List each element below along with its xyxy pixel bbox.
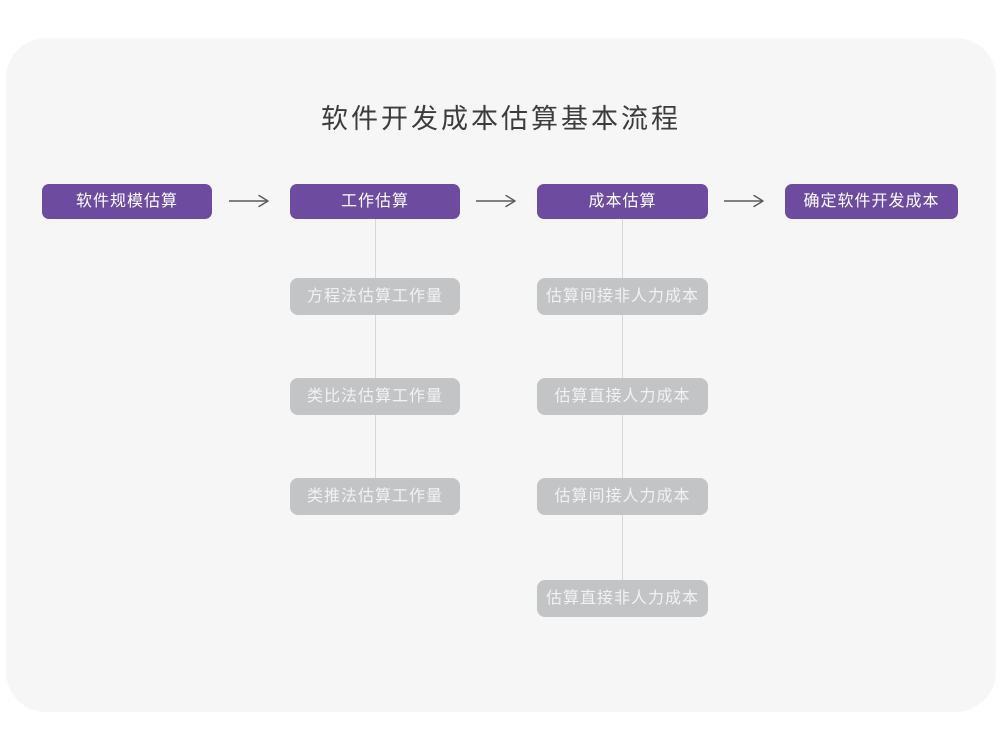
node-indirect-non-labor-cost[interactable]: 估算间接非人力成本	[537, 278, 708, 315]
node-direct-labor-cost[interactable]: 估算直接人力成本	[537, 378, 708, 415]
node-direct-non-labor-cost[interactable]: 估算直接非人力成本	[537, 580, 708, 617]
node-extrapolation-method[interactable]: 类推法估算工作量	[290, 478, 460, 515]
node-work-estimation[interactable]: 工作估算	[290, 184, 460, 219]
node-software-scale-estimation[interactable]: 软件规模估算	[42, 184, 212, 219]
connector-line-work-column	[375, 219, 376, 497]
arrow-right-icon	[720, 194, 768, 208]
arrow-right-icon	[472, 194, 520, 208]
node-cost-estimation[interactable]: 成本估算	[537, 184, 708, 219]
node-equation-method[interactable]: 方程法估算工作量	[290, 278, 460, 315]
node-analogy-method[interactable]: 类比法估算工作量	[290, 378, 460, 415]
diagram-title: 软件开发成本估算基本流程	[321, 104, 681, 134]
canvas-panel: 软件开发成本估算基本流程 软件规模估算 工作估算 成本估算 确定软件开发成本 方…	[6, 38, 996, 712]
arrow-right-icon	[225, 194, 273, 208]
node-indirect-labor-cost[interactable]: 估算间接人力成本	[537, 478, 708, 515]
node-determine-development-cost[interactable]: 确定软件开发成本	[785, 184, 958, 219]
